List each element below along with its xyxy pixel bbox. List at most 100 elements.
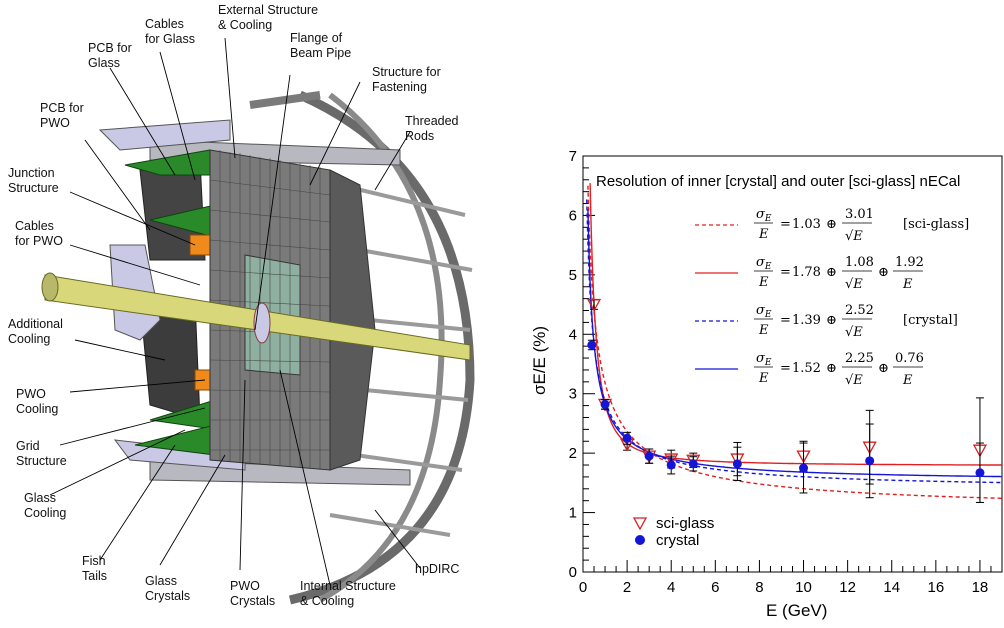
- leader-lines: [49, 37, 421, 586]
- fit-4-stoch: 2.25: [845, 351, 874, 366]
- svg-text:E: E: [902, 373, 913, 388]
- svg-text:⊕: ⊕: [826, 217, 837, 232]
- fit-entry-1: σE E = 1.03 ⊕ 3.01 √E [sci-glass]: [695, 207, 969, 244]
- point-crystal: [799, 463, 809, 473]
- crystal-grid: [209, 150, 331, 470]
- legend-marker-sci-glass: [632, 517, 648, 531]
- x-tick-label: 18: [972, 579, 989, 596]
- svg-text:⊕: ⊕: [826, 361, 837, 376]
- svg-text:⊕: ⊕: [826, 265, 837, 280]
- svg-text:E: E: [902, 277, 913, 292]
- y-tick-label: 3: [569, 386, 577, 403]
- svg-text:√E: √E: [845, 325, 863, 340]
- y-tick-label: 5: [569, 267, 577, 284]
- x-tick-label: 0: [579, 579, 587, 596]
- chart-title: Resolution of inner [crystal] and outer …: [596, 173, 960, 190]
- point-crystal: [666, 460, 676, 470]
- fit-curve-4: [587, 209, 1002, 478]
- x-tick-label: 6: [711, 579, 719, 596]
- marker-legend: sci-glass crystal: [632, 515, 714, 549]
- svg-text:√E: √E: [845, 277, 863, 292]
- point-crystal: [644, 451, 654, 461]
- pcb-ring-top: [98, 119, 231, 151]
- point-sci-glass: [586, 298, 602, 312]
- fit-4-const: 1.52: [792, 361, 821, 376]
- beam-pipe-end: [41, 272, 59, 302]
- fit-1-tag: [sci-glass]: [903, 217, 969, 232]
- data-points: [586, 298, 988, 503]
- fit-1-const: 1.03: [792, 217, 821, 232]
- svg-text:=: =: [780, 265, 791, 280]
- point-crystal: [865, 456, 875, 466]
- point-crystal: [587, 340, 597, 350]
- svg-text:E: E: [758, 371, 769, 386]
- svg-text:⊕: ⊕: [826, 313, 837, 328]
- svg-text:⊕: ⊕: [878, 265, 889, 280]
- x-tick-label: 14: [883, 579, 900, 596]
- legend-marker-crystal: [635, 535, 645, 545]
- fit-3-tag: [crystal]: [903, 313, 958, 328]
- fit-curves: [586, 183, 1002, 499]
- plot-frame: [582, 155, 1003, 573]
- svg-text:√E: √E: [845, 373, 863, 388]
- fit-2-const: 1.78: [792, 265, 821, 280]
- y-axis-label: σE/E (%): [530, 326, 549, 395]
- fit-3-const: 1.39: [792, 313, 821, 328]
- point-crystal: [975, 468, 985, 478]
- x-tick-label: 16: [927, 579, 944, 596]
- fit-4-noise: 0.76: [895, 351, 924, 366]
- y-tick-label: 7: [569, 148, 577, 165]
- svg-text:=: =: [780, 313, 791, 328]
- legend-label-crystal: crystal: [656, 532, 699, 549]
- y-tick-label: 4: [569, 326, 577, 343]
- fit-1-stoch: 3.01: [845, 207, 874, 222]
- y-tick-label: 1: [569, 505, 577, 522]
- point-sci-glass: [664, 453, 679, 467]
- point-crystal: [622, 433, 632, 443]
- x-tick-label: 12: [839, 579, 856, 596]
- point-crystal: [600, 399, 610, 409]
- flange: [253, 302, 271, 344]
- label-external-structure: External Structure& Cooling: [218, 3, 318, 32]
- y-tick-label: 6: [569, 207, 577, 224]
- y-tick-label: 0: [569, 564, 577, 581]
- y-tick-label: 2: [569, 445, 577, 462]
- label-internal-structure: Internal Structure& Cooling: [300, 579, 396, 608]
- svg-text:E: E: [758, 227, 769, 242]
- x-tick-label: 8: [755, 579, 763, 596]
- label-hpdirc: hpDIRC: [415, 562, 459, 576]
- svg-text:√E: √E: [845, 229, 863, 244]
- fit-2-stoch: 1.08: [845, 255, 874, 270]
- legend-label-sci-glass: sci-glass: [656, 515, 714, 532]
- x-tick-label: 10: [795, 579, 812, 596]
- svg-text:E: E: [758, 275, 769, 290]
- svg-text:=: =: [780, 361, 791, 376]
- x-tick-label: 4: [667, 579, 675, 596]
- fit-3-stoch: 2.52: [845, 303, 874, 318]
- fit-2-noise: 1.92: [895, 255, 924, 270]
- point-crystal: [688, 459, 698, 469]
- fit-legend: σE E = 1.03 ⊕ 3.01 √E [sci-glass] σE E =…: [695, 207, 969, 388]
- point-crystal: [732, 459, 742, 469]
- x-axis-label: E (GeV): [766, 601, 827, 620]
- svg-text:E: E: [758, 323, 769, 338]
- fit-entry-4: σE E = 1.52 ⊕ 2.25 √E ⊕ 0.76 E: [695, 351, 924, 388]
